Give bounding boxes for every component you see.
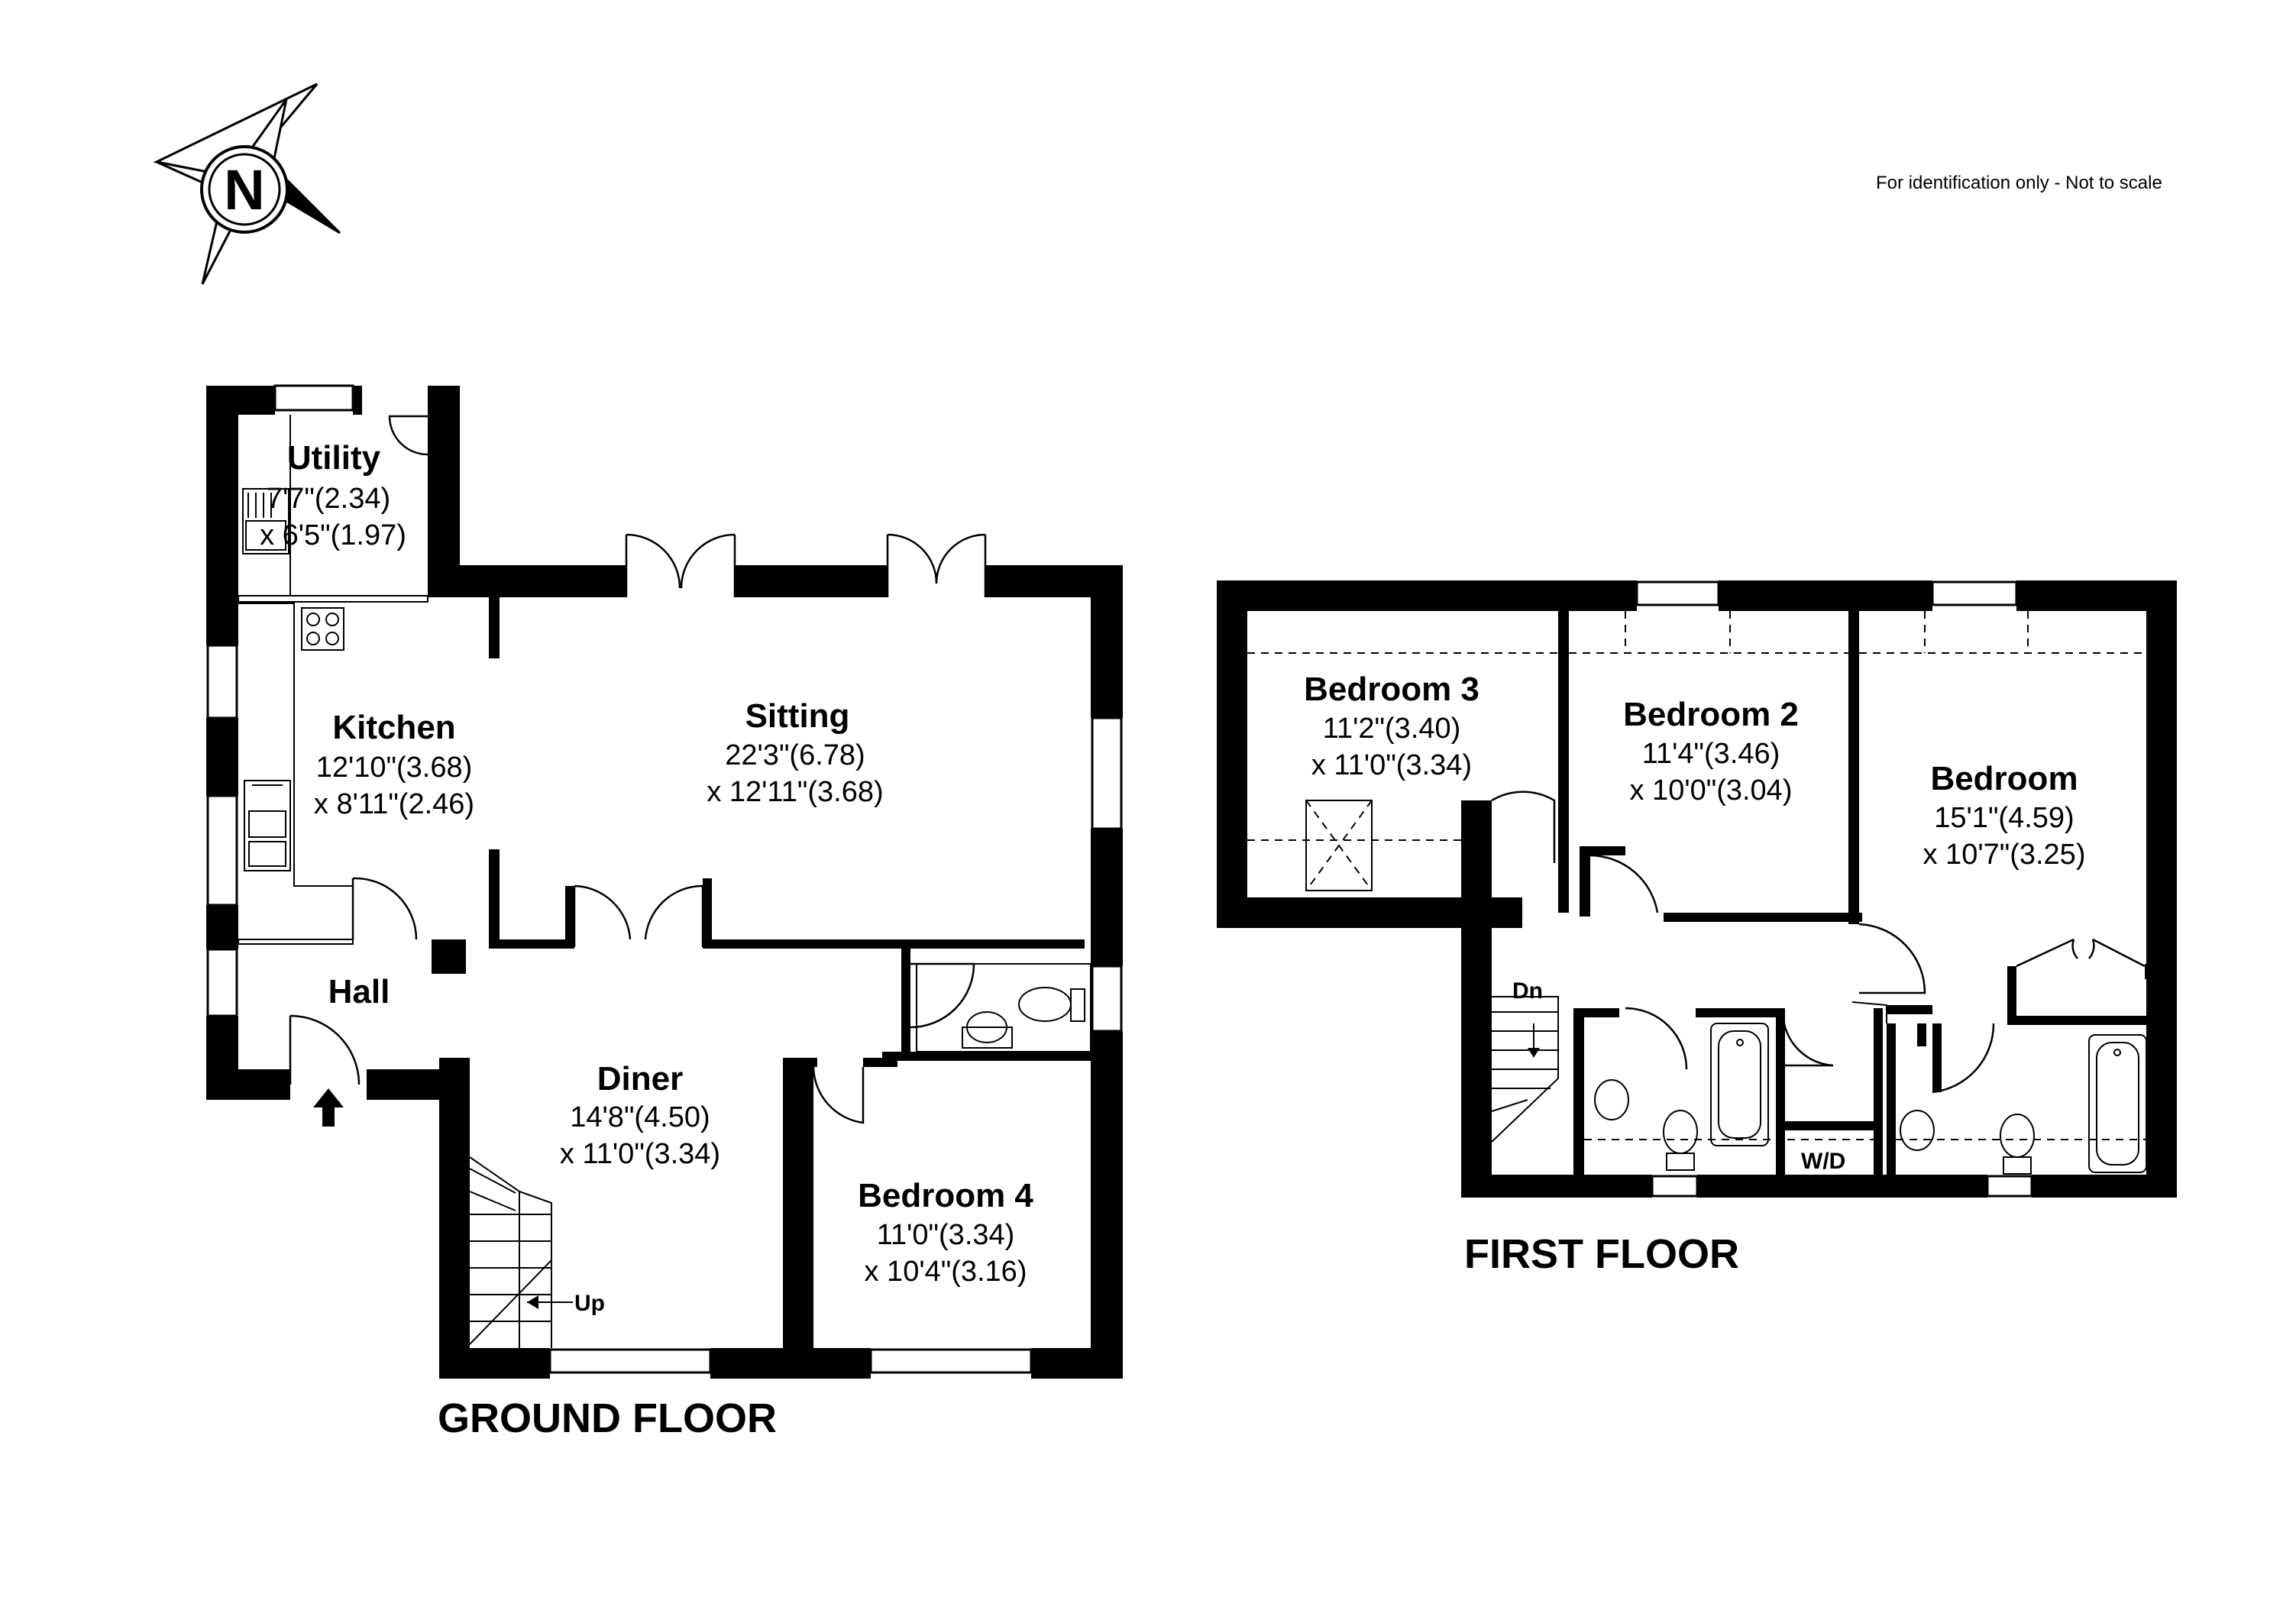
room-dim2-bedroom1: x 10'7"(3.25) xyxy=(1923,839,2086,871)
room-name-sitting: Sitting xyxy=(745,697,850,735)
ground-floor-labels: Utility 7'7"(2.34) x 6'5"(1.97) Kitchen … xyxy=(260,439,1033,1441)
room-dim1-bedroom3: 11'2"(3.40) xyxy=(1323,713,1461,745)
first-floor-labels: Bedroom 3 11'2"(3.40) x 11'0"(3.34) Bedr… xyxy=(1304,671,2085,1277)
ground-floor-fixtures xyxy=(238,415,1085,1348)
first-floor-fixtures xyxy=(1305,800,2147,1175)
room-name-kitchen: Kitchen xyxy=(332,709,455,746)
room-dim1-sitting: 22'3"(6.78) xyxy=(725,739,865,771)
first-floor-walls xyxy=(1217,580,2177,1198)
scale-note: For identification only - Not to scale xyxy=(1876,173,2162,193)
compass-north-letter: N xyxy=(224,158,264,221)
compass-rose-icon: N xyxy=(153,82,341,285)
wardrobe-label: W/D xyxy=(1801,1149,1845,1174)
room-dim1-bedroom2: 11'4"(3.46) xyxy=(1642,738,1780,770)
room-dim2-utility: x 6'5"(1.97) xyxy=(260,519,406,551)
entrance-arrow-icon xyxy=(313,1088,344,1127)
room-name-bedroom1: Bedroom xyxy=(1930,760,2078,797)
ground-floor-walls xyxy=(206,386,1123,1379)
room-dim1-utility: 7'7"(2.34) xyxy=(267,483,390,515)
first-floor-doors xyxy=(1491,790,2146,1094)
room-name-hall: Hall xyxy=(328,973,390,1010)
room-name-bedroom3: Bedroom 3 xyxy=(1304,671,1479,708)
room-dim2-bedroom2: x 10'0"(3.04) xyxy=(1630,774,1793,807)
room-name-diner: Diner xyxy=(597,1060,683,1098)
first-floor-title: FIRST FLOOR xyxy=(1464,1231,1739,1277)
room-dim2-bedroom4: x 10'4"(3.16) xyxy=(865,1256,1027,1288)
room-dim1-bedroom4: 11'0"(3.34) xyxy=(877,1219,1015,1251)
ground-floor-doors xyxy=(289,415,987,1124)
room-dim2-diner: x 11'0"(3.34) xyxy=(560,1138,720,1170)
room-dim2-bedroom3: x 11'0"(3.34) xyxy=(1311,749,1472,781)
room-dim1-diner: 14'8"(4.50) xyxy=(570,1101,710,1133)
room-dim2-sitting: x 12'11"(3.68) xyxy=(707,776,883,808)
room-name-bedroom2: Bedroom 2 xyxy=(1623,696,1799,733)
room-dim1-kitchen: 12'10"(3.68) xyxy=(316,752,473,784)
first-floor-windows xyxy=(1635,580,2033,1198)
stairs-down-label: Dn xyxy=(1512,978,1543,1004)
room-dim1-bedroom1: 15'1"(4.59) xyxy=(1934,802,2074,834)
room-name-bedroom4: Bedroom 4 xyxy=(858,1177,1033,1214)
first-floor-sloping-ceiling-lines xyxy=(1247,611,2146,1140)
room-dim2-kitchen: x 8'11"(2.46) xyxy=(314,788,474,820)
stairs-up-label: Up xyxy=(574,1291,605,1316)
ground-floor-title: GROUND FLOOR xyxy=(438,1395,777,1441)
room-name-utility: Utility xyxy=(287,439,381,477)
ground-floor-windows xyxy=(206,384,1123,1374)
